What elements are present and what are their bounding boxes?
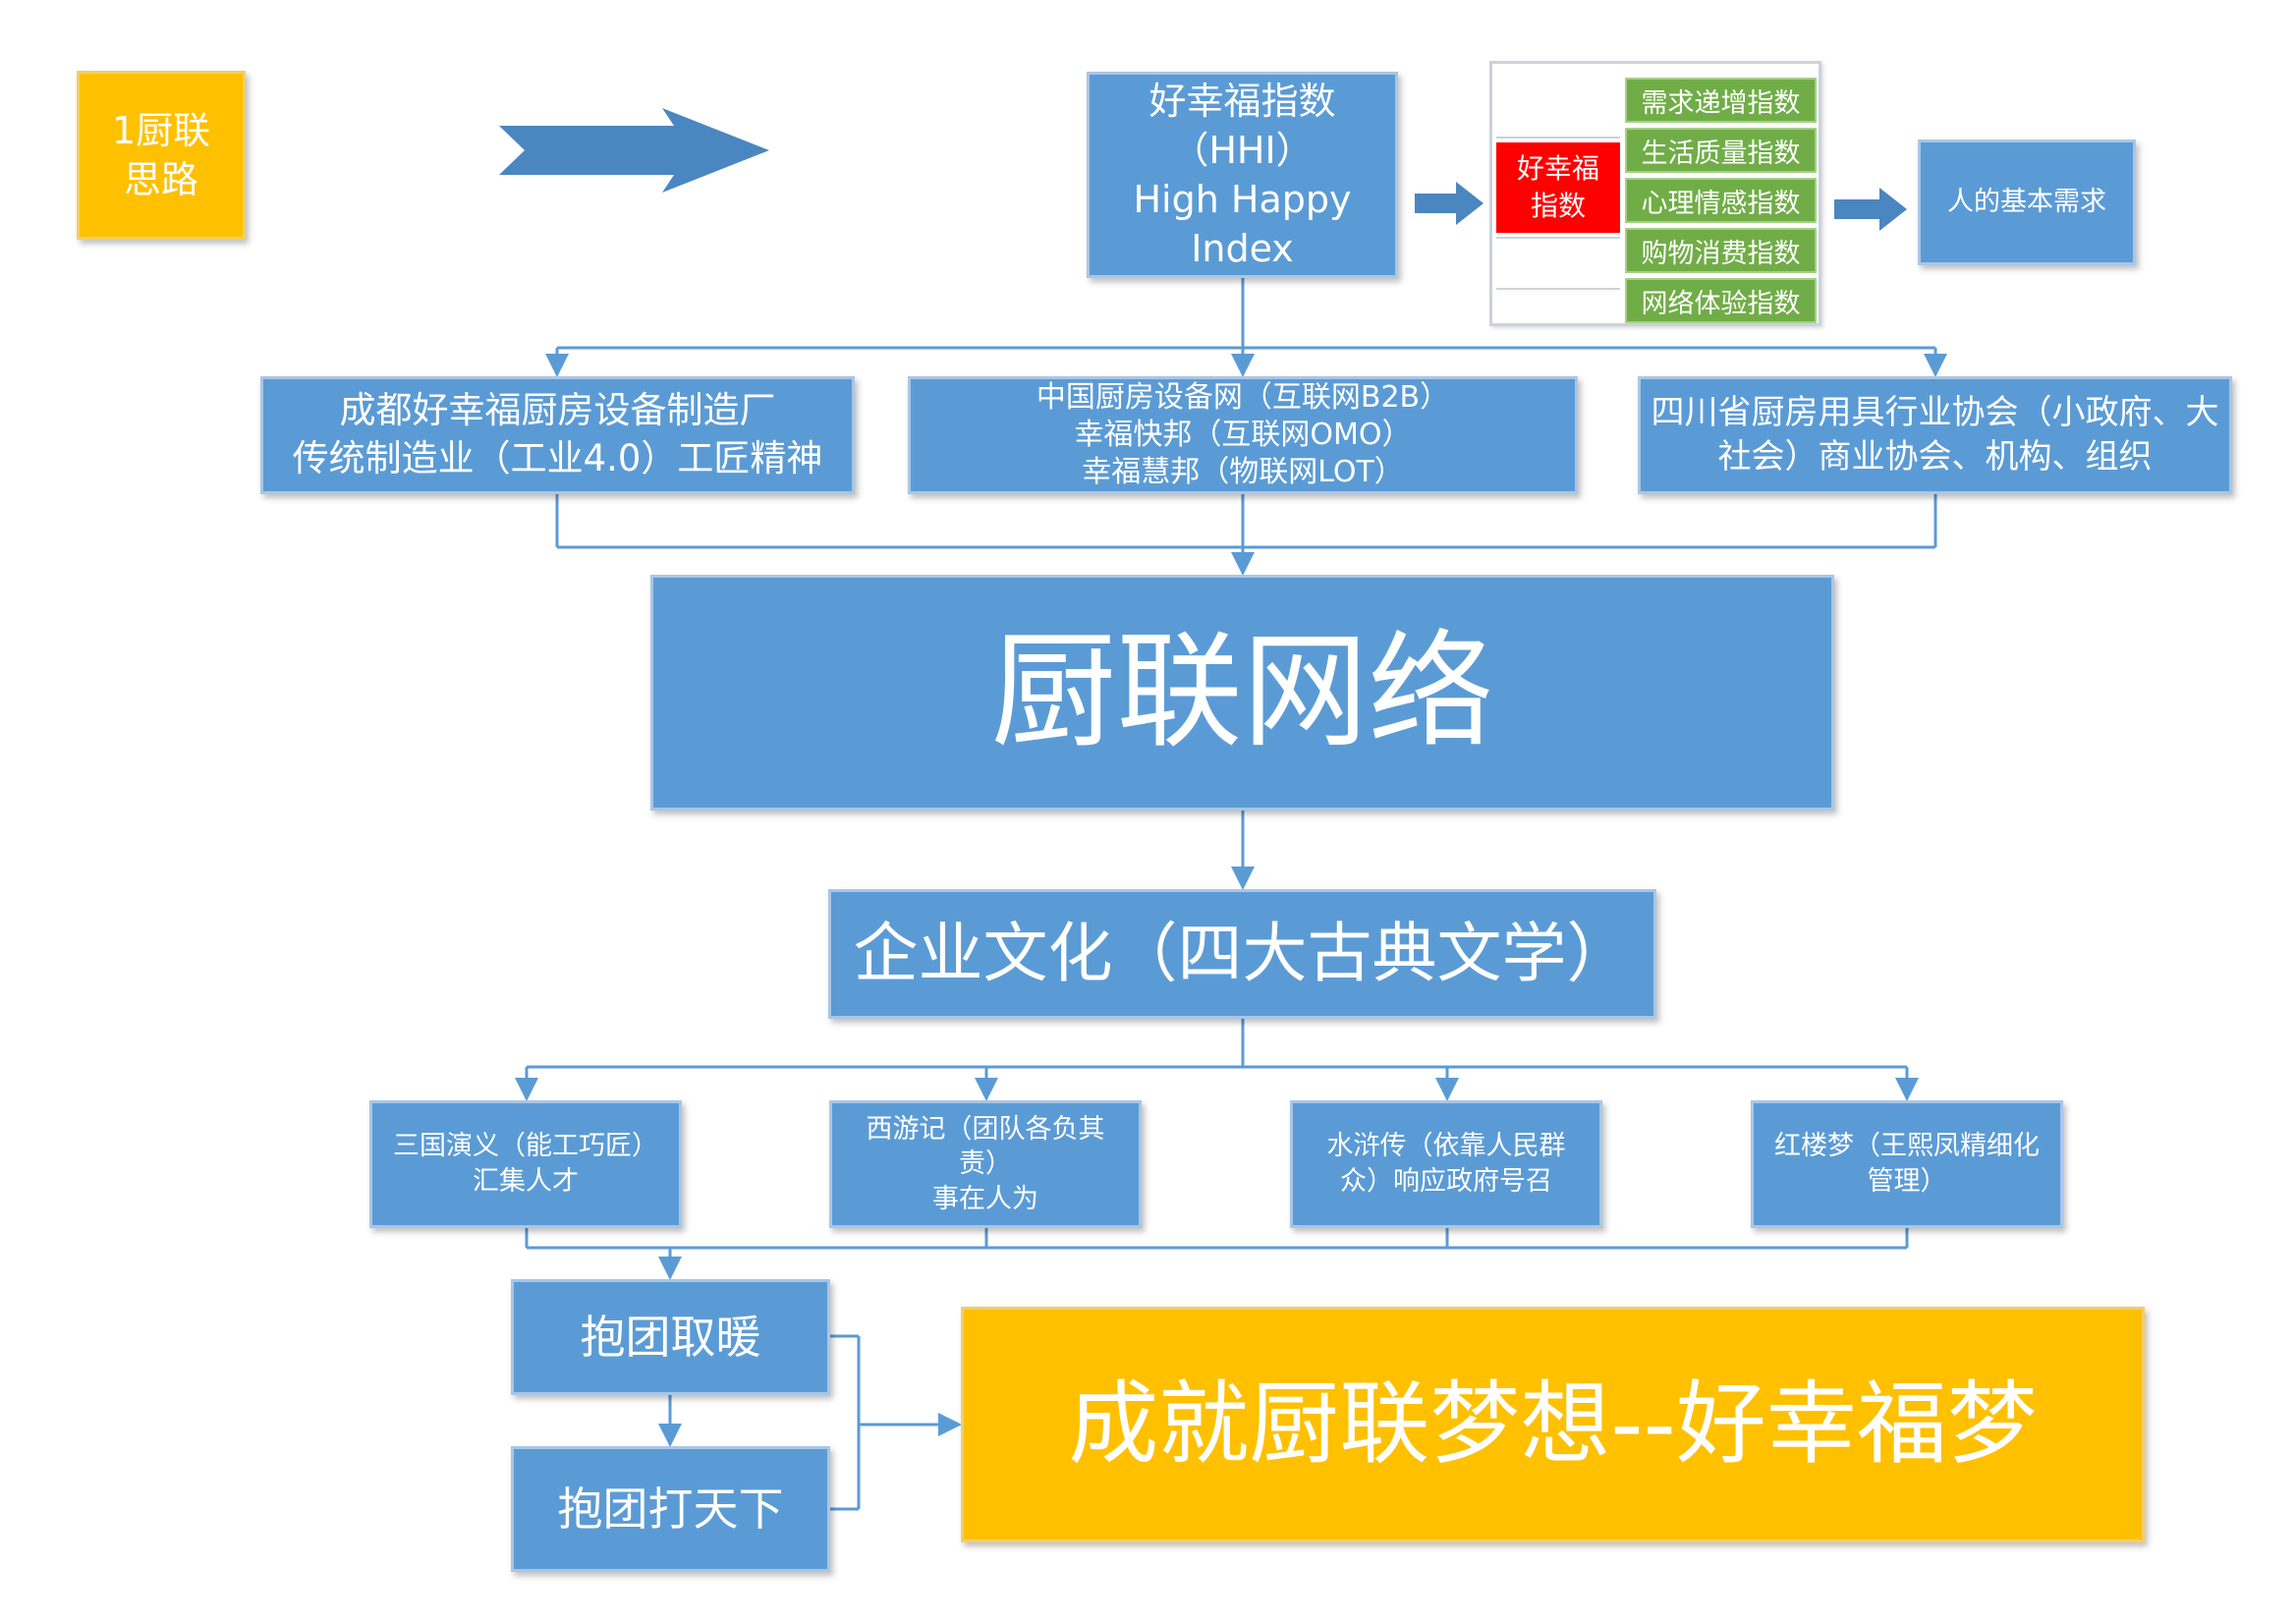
happiness-index-table: 好幸福 指数 需求递增指数 生活质量指数 心理情感指数 购物消费指数 网络体验指… — [1489, 61, 1821, 326]
index-title-line1: 好幸福 — [1516, 152, 1599, 186]
dream-box: 成就厨联梦想--好幸福梦 — [961, 1307, 2145, 1542]
hhi-english: High Happy Index — [1133, 178, 1352, 271]
sanguo-line1: 三国演义（能工巧匠） — [393, 1131, 658, 1162]
network-box: 中国厨房设备网（互联网B2B） 幸福快邦（互联网OMO） 幸福慧邦（物联网LOT… — [908, 376, 1578, 494]
unite-warm-box: 抱团取暖 — [511, 1279, 830, 1395]
table-line — [1496, 237, 1620, 239]
association-line2: 社会）商业协会、机构、组织 — [1717, 437, 2153, 476]
honglou-line2: 管理） — [1867, 1166, 1947, 1197]
factory-box: 成都好幸福厨房设备制造厂 传统制造业（工业4.0）工匠精神 — [260, 376, 855, 494]
hhi-title: 好幸福指数 — [1148, 79, 1336, 123]
classic-shuihu-box: 水浒传（依靠人民群 众）响应政府号召 — [1290, 1100, 1602, 1228]
association-line1: 四川省厨房用具行业协会（小政府、大 — [1651, 393, 2219, 433]
table-line — [1496, 137, 1620, 139]
index-shopping: 购物消费指数 — [1625, 228, 1817, 273]
happiness-index-title: 好幸福 指数 — [1496, 142, 1620, 233]
table-line — [1496, 288, 1620, 290]
culture-box: 企业文化（四大古典文学） — [828, 889, 1656, 1019]
classic-xiyou-box: 西游记（团队各负其 责） 事在人为 — [829, 1100, 1142, 1228]
index-life-quality: 生活质量指数 — [1625, 128, 1817, 173]
honglou-line1: 红楼梦（王熙凤精细化 — [1774, 1131, 2040, 1162]
xiyou-line1: 西游记（团队各负其 — [866, 1113, 1105, 1145]
hhi-abbr: （HHI） — [1171, 128, 1314, 172]
unite-world-box: 抱团打天下 — [511, 1446, 830, 1572]
logo-line1: 1厨联 — [111, 108, 211, 152]
index-network-experience: 网络体验指数 — [1625, 278, 1817, 323]
xiyou-line2: 责） — [959, 1148, 1012, 1180]
core-network-box: 厨联网络 — [650, 575, 1834, 811]
network-line2: 幸福快邦（互联网OMO） — [1074, 417, 1412, 452]
index-emotion: 心理情感指数 — [1625, 178, 1817, 223]
index-demand-growth: 需求递增指数 — [1625, 78, 1817, 123]
hhi-box: 好幸福指数 （HHI） High Happy Index — [1087, 72, 1398, 278]
index-title-line2: 指数 — [1530, 190, 1586, 222]
network-line1: 中国厨房设备网（互联网B2B） — [1036, 379, 1450, 415]
arrow-right-icon — [1415, 182, 1484, 225]
network-line3: 幸福慧邦（物联网LOT） — [1082, 455, 1404, 490]
shuihu-line1: 水浒传（依靠人民群 — [1326, 1131, 1566, 1162]
logo-line2: 思路 — [123, 158, 198, 201]
factory-line1: 成都好幸福厨房设备制造厂 — [339, 389, 776, 432]
sanguo-line2: 汇集人才 — [473, 1166, 579, 1197]
basic-need-box: 人的基本需求 — [1918, 140, 2136, 265]
big-right-arrow-icon — [499, 108, 769, 193]
arrow-right-icon — [1834, 188, 1907, 231]
classic-honglou-box: 红楼梦（王熙凤精细化 管理） — [1751, 1100, 2063, 1228]
factory-line2: 传统制造业（工业4.0）工匠精神 — [292, 437, 823, 479]
association-box: 四川省厨房用具行业协会（小政府、大 社会）商业协会、机构、组织 — [1638, 376, 2232, 494]
logo-box: 1厨联 思路 — [77, 71, 246, 240]
xiyou-line3: 事在人为 — [932, 1183, 1038, 1214]
classic-sanguo-box: 三国演义（能工巧匠） 汇集人才 — [369, 1100, 682, 1228]
shuihu-line2: 众）响应政府号召 — [1340, 1166, 1552, 1197]
